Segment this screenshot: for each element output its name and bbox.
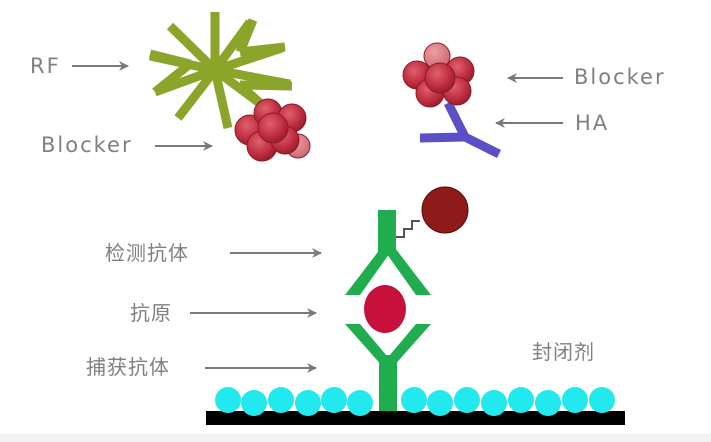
enzyme-label (421, 186, 469, 234)
bottom-strip (0, 434, 711, 442)
detection-antibody (345, 210, 431, 295)
solid-phase-plate (206, 411, 625, 425)
label-ha: HA (575, 111, 610, 135)
blocking-agent-beads (215, 387, 615, 416)
label-capture-antibody: 捕获抗体 (86, 355, 170, 379)
label-rf: RF (30, 54, 61, 78)
ha-antibody (419, 100, 502, 159)
rf-molecule (148, 12, 293, 129)
pointer-arrows (72, 61, 563, 373)
label-detection-antibody: 检测抗体 (105, 241, 189, 265)
label-blocking-agent: 封闭剂 (532, 340, 595, 364)
label-blocker-right: Blocker (574, 65, 666, 89)
label-antigen: 抗原 (130, 301, 172, 325)
linker (396, 220, 420, 238)
blocker-cluster-left (234, 98, 311, 162)
blocker-cluster-right (402, 42, 475, 108)
label-blocker-left: Blocker (41, 133, 133, 157)
capture-antibody (345, 324, 431, 411)
antigen (364, 285, 406, 333)
